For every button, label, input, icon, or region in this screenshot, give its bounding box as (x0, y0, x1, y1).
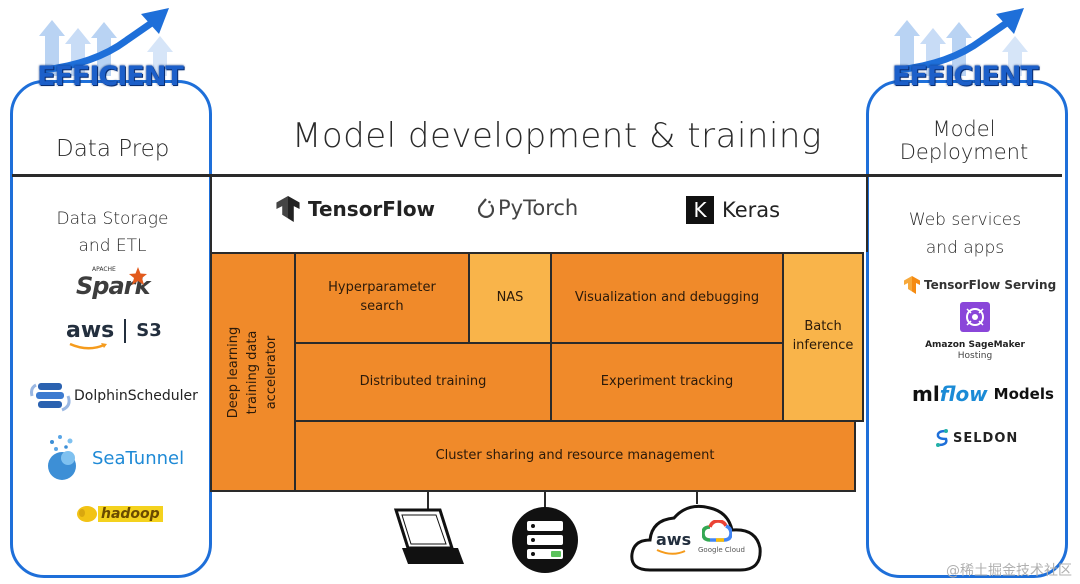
aws-smile-icon (69, 342, 107, 350)
tensorflow-icon (276, 196, 300, 222)
web-services-heading: Web services and apps (908, 210, 1022, 258)
hyperparameter-search-block: Hyperparameter search (294, 252, 470, 344)
seatunnel-icon (48, 435, 76, 480)
pytorch-flame-icon (478, 198, 494, 218)
connector-line (544, 492, 546, 510)
divider-line (12, 174, 1062, 177)
seldon-icon (936, 429, 948, 447)
trend-arrows-icon (39, 8, 173, 76)
sagemaker-icon (960, 302, 990, 332)
efficient-label: EFFICIENT (37, 61, 184, 92)
aws-smile-icon (656, 549, 686, 555)
server-icon (512, 507, 578, 573)
nas-block: NAS (468, 252, 552, 344)
visualization-block: Visualization and debugging (550, 252, 784, 344)
connector-line (696, 492, 698, 504)
spark-star-icon (129, 267, 147, 285)
tensorflow-icon (904, 276, 920, 294)
pytorch-logo: PyTorch (478, 196, 578, 220)
cloud-icon (630, 504, 762, 572)
hadoop-elephant-icon (77, 506, 97, 522)
tensorflow-serving-logo: TensorFlow Serving (904, 276, 1056, 294)
hadoop-logo: hadoop (76, 504, 163, 524)
trend-arrows-icon (894, 8, 1028, 76)
connector-line (427, 492, 429, 510)
sagemaker-logo: Amazon SageMaker Hosting (920, 302, 1030, 362)
watermark: @稀土掘金技术社区 (946, 563, 1072, 579)
dolphinscheduler-logo: DolphinScheduler (30, 380, 198, 412)
spark-logo: APACHE Spark (76, 266, 150, 300)
accelerator-block: Deep learning training data accelerator (210, 252, 296, 492)
data-prep-panel (10, 80, 212, 578)
data-prep-header: Data Prep (56, 136, 170, 162)
efficient-badge-left: EFFICIENT (35, 6, 185, 92)
tensorflow-logo: TensorFlow (276, 196, 435, 222)
distributed-training-block: Distributed training (294, 342, 552, 422)
model-deployment-header: Model Deployment (899, 117, 1029, 164)
cluster-sharing-block: Cluster sharing and resource management (294, 420, 856, 492)
seldon-logo: SELDON (934, 428, 1018, 448)
keras-logo: K Keras (686, 196, 780, 224)
experiment-tracking-block: Experiment tracking (550, 342, 784, 422)
batch-inference-block: Batch inference (782, 252, 864, 422)
efficient-label: EFFICIENT (892, 61, 1039, 92)
google-cloud-icon (702, 520, 732, 542)
main-title: Model development & training (292, 116, 822, 156)
cloud-providers: aws Google Cloud (628, 500, 764, 574)
seatunnel-logo: SeaTunnel (40, 432, 184, 484)
mlflow-models-logo: ml flow Models (912, 382, 1054, 406)
dolphin-icon (30, 383, 71, 412)
efficient-badge-right: EFFICIENT (890, 6, 1040, 92)
data-storage-heading: Data Storage and ETL (56, 209, 169, 256)
aws-s3-logo: aws S3 (66, 318, 162, 350)
laptop-icon (393, 508, 464, 564)
framework-box (210, 174, 868, 252)
